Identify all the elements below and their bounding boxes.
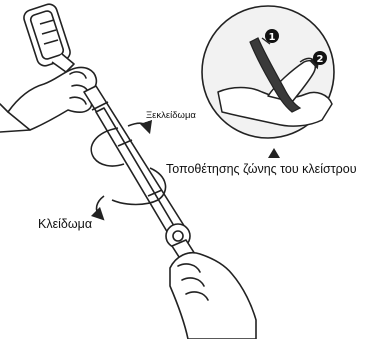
phone-clamp [22,2,74,72]
lower-hand [170,253,256,339]
strap-placement-label: Τοποθέτησης ζώνης του κλείστρου [166,163,357,176]
step-two-label: 2 [317,54,324,65]
strap-inset [202,6,334,138]
unlock-label: Ξεκλείδωμα [146,111,196,121]
lock-label: Κλείδωμα [38,218,92,231]
step-one-label: 1 [269,32,276,43]
triangle-up-icon [268,148,280,158]
step-two-marker: 2 [313,51,327,65]
upper-hand [0,67,96,132]
step-one-marker: 1 [265,29,279,43]
